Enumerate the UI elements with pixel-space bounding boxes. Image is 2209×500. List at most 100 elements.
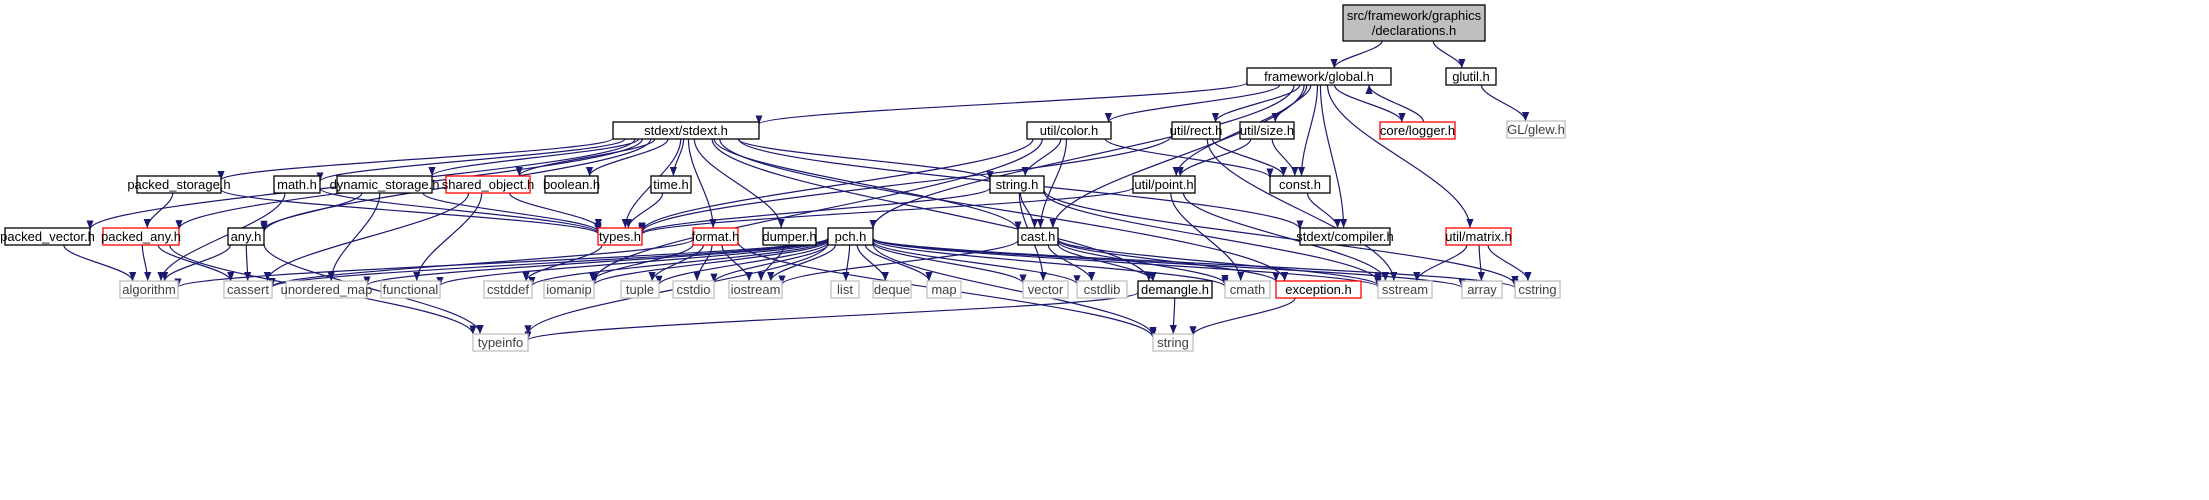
node-math[interactable]: math.h [273,175,321,194]
node-box [1246,67,1392,86]
node-global[interactable]: framework/global.h [1246,67,1392,86]
edge-stdext-to-packed_storage [217,137,614,181]
node-stdext[interactable]: stdext/stdext.h [612,121,760,140]
node-packed-any[interactable]: packed_any.h [101,227,181,246]
node-time[interactable]: time.h [650,175,692,194]
node-box [227,227,265,246]
node-demangle[interactable]: demangle.h [1137,280,1213,299]
node-size[interactable]: util/size.h [1239,121,1295,140]
node-vector: vector [1022,280,1069,299]
edge-packed_vector-to-algorithm [63,244,137,282]
edge-cast-to-cmath [1057,241,1229,285]
edge-exception-to-string [1189,297,1296,336]
edge-global-to-logger [1333,84,1406,123]
node-box [1514,280,1561,299]
edge-stdext-to-boolean [585,138,669,177]
node-label: types.h [599,229,641,244]
edge-demangle-to-typeinfo [524,291,1139,341]
node-rect[interactable]: util/rect.h [1170,121,1223,140]
edge-any-to-algorithm [161,244,231,282]
node-pch[interactable]: pch.h [827,227,874,246]
edge-string_h-to-cstring [1043,189,1519,286]
node-label: packed_any.h [101,229,181,244]
edge-stdext-to-dynamic_storage [428,138,640,177]
edge-root-to-glutil [1432,40,1466,69]
node-matrix[interactable]: util/matrix.h [1445,227,1512,246]
node-label: sstream [1382,282,1428,297]
node-const[interactable]: const.h [1269,175,1331,194]
node-label: shared_object.h [442,177,535,192]
node-label: math.h [277,177,317,192]
node-box [1445,227,1512,246]
node-box [472,333,529,352]
node-label: cstring [1518,282,1556,297]
edge-color-to-string_h [1021,138,1062,177]
node-box [1461,280,1503,299]
edge-color-to-types [638,138,1034,232]
edge-rect-to-const [1211,138,1288,177]
node-label: iostream [731,282,781,297]
edge-pch-to-iostream [767,244,836,282]
edge-shared_object-to-cassert [263,192,470,282]
node-box [872,280,912,299]
node-label: dynamic_storage.h [330,177,440,192]
node-glew: GL/glew.h [1506,120,1566,139]
edge-global-to-stdext [755,82,1248,125]
edge-matrix-to-sstream [1413,244,1468,282]
node-label: algorithm [122,282,175,297]
node-box [1022,280,1069,299]
edge-size-to-point [1176,138,1252,177]
edge-packed_any-to-cassert [157,244,235,282]
edge-pch-to-iomanip [590,240,829,286]
node-dumper[interactable]: dumper.h [762,227,817,246]
node-iostream: iostream [728,280,783,299]
node-format[interactable]: format.h [692,227,740,246]
node-logger[interactable]: core/logger.h [1379,121,1456,140]
node-box [1152,333,1194,352]
node-point[interactable]: util/point.h [1132,175,1196,194]
node-label: boolean.h [543,177,600,192]
node-box [1137,280,1213,299]
node-label: string.h [996,177,1039,192]
node-tuple: tuple [620,280,660,299]
node-label: list [837,282,853,297]
node-box [119,280,179,299]
node-glutil[interactable]: glutil.h [1445,67,1497,86]
node-box [445,175,531,194]
node-box [650,175,692,194]
node-label: stdext/stdext.h [644,123,728,138]
node-label: map [931,282,956,297]
node-cstddef: cstddef [483,280,533,299]
node-label: util/rect.h [1170,123,1223,138]
node-label: any.h [231,229,262,244]
node-types[interactable]: types.h [597,227,643,246]
node-any[interactable]: any.h [227,227,265,246]
node-compiler[interactable]: stdext/compiler.h [1296,227,1394,246]
edge-shared_object-to-types [509,192,602,229]
edge-pch-to-deque [856,244,889,282]
edge-glutil-to-glew [1480,84,1530,122]
node-label: util/point.h [1134,177,1193,192]
node-label: packed_vector.h [0,229,95,244]
node-label: cast.h [1021,229,1056,244]
edge-matrix-to-array [1477,244,1485,282]
node-color[interactable]: util/color.h [1026,121,1112,140]
node-label: cassert [227,282,269,297]
node-boolean[interactable]: boolean.h [543,175,600,194]
node-label: typeinfo [478,335,524,350]
node-root[interactable]: src/framework/graphics/declarations.h [1342,4,1486,42]
node-cast[interactable]: cast.h [1017,227,1059,246]
node-shared-object[interactable]: shared_object.h [442,175,535,194]
node-sstream: sstream [1377,280,1433,299]
node-dynamic-storage[interactable]: dynamic_storage.h [330,175,440,194]
node-label: src/framework/graphics [1347,8,1482,23]
node-label: cstdlib [1084,282,1121,297]
edge-math-to-algorithm [157,192,286,282]
node-exception[interactable]: exception.h [1275,280,1362,299]
node-box [762,227,817,246]
node-box [1224,280,1271,299]
node-packed-storage[interactable]: packed_storage.h [127,175,231,194]
node-cmath: cmath [1224,280,1271,299]
node-packed-vector[interactable]: packed_vector.h [0,227,95,246]
node-string-h[interactable]: string.h [989,175,1045,194]
